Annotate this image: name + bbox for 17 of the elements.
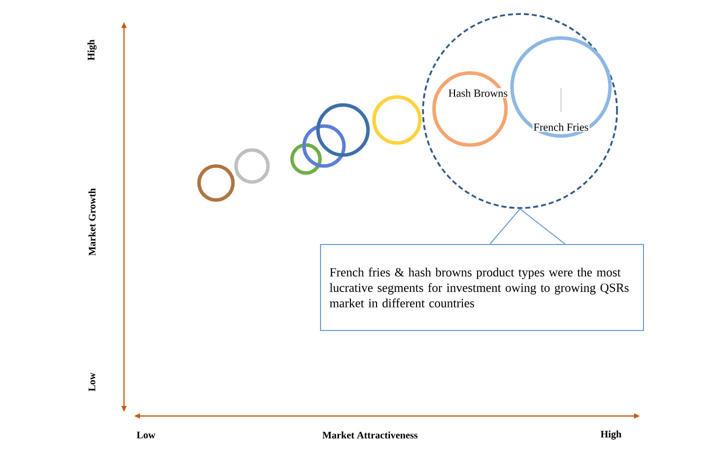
bubble-circle [234, 148, 270, 184]
dashed-circle [422, 13, 618, 209]
bubble-label: Hash Browns [447, 88, 509, 98]
bubble-circle [316, 103, 370, 157]
axis-label: Low [88, 372, 96, 392]
callout-pointer [490, 208, 566, 244]
bubble-circle [197, 164, 235, 202]
callout-box: French fries & hash browns product types were the most lucrative segments for investment owing to growing QSRs market in different countries [320, 244, 644, 331]
bubble-circle [290, 143, 322, 175]
axis-label: Low [136, 432, 156, 438]
axis-title: Market Growth [88, 188, 96, 256]
bubble-label: French Fries [532, 122, 590, 132]
bubble-circle [302, 124, 346, 168]
bubble-circle [372, 95, 422, 145]
axis-title: Market Attractiveness [322, 432, 418, 438]
axis-label: High [600, 430, 622, 440]
axis-label: High [87, 40, 97, 60]
